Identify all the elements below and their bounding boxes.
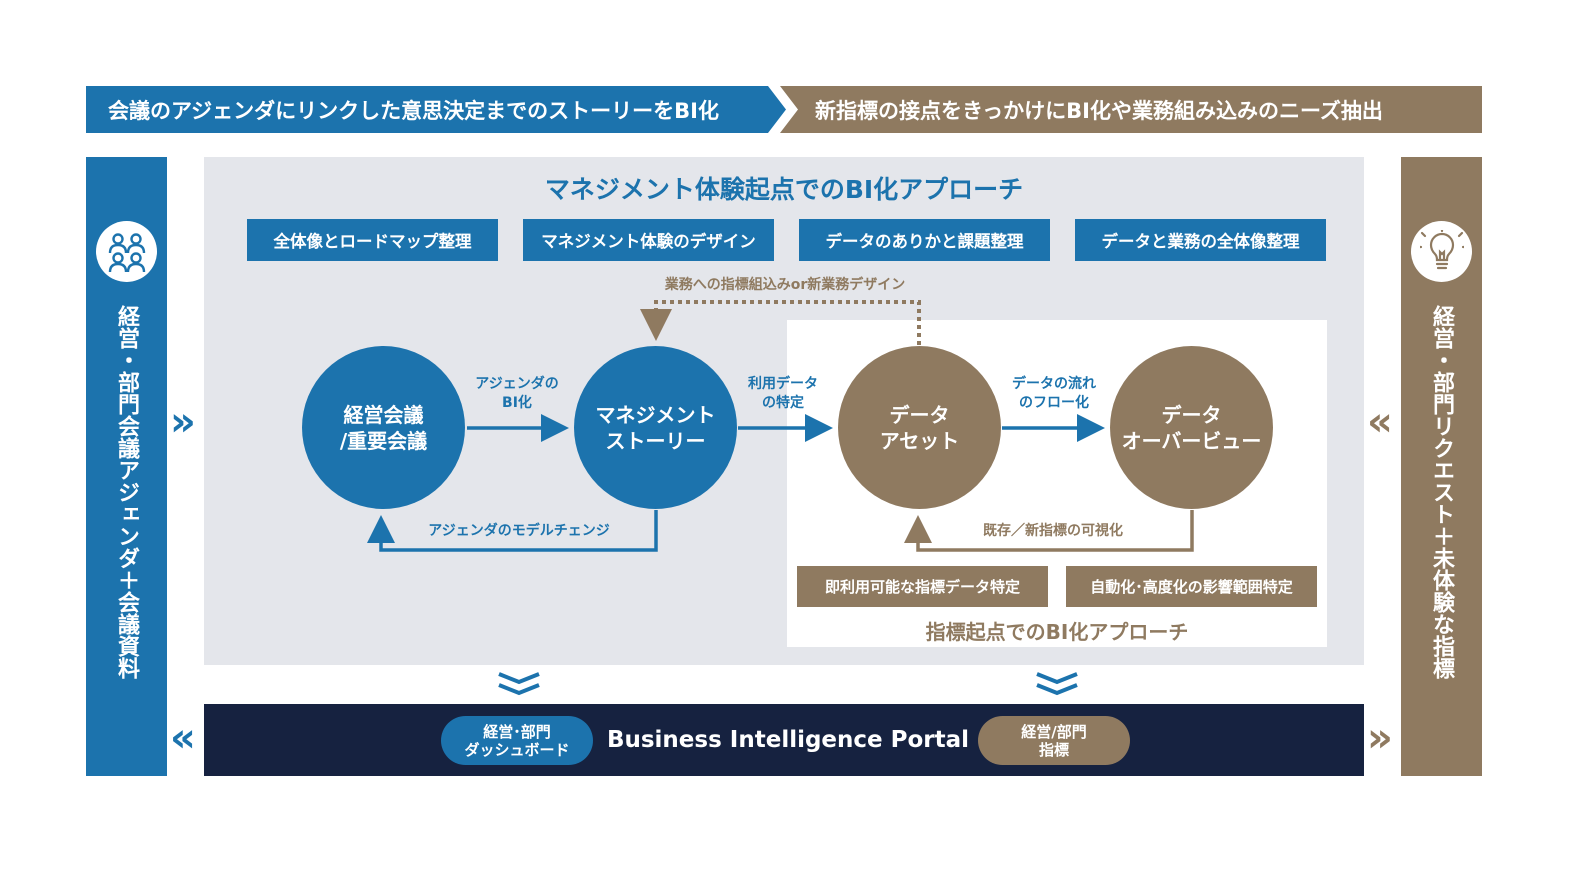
- edge-label-line: データの流れ: [1012, 376, 1096, 392]
- chip-data-business: データと業務の全体像整理: [1075, 219, 1326, 261]
- chip-data-location-label: データのありかと課題整理: [825, 232, 1024, 251]
- node-data-overview: データ オーバービュー: [1110, 346, 1273, 509]
- arrow-model-change-loop: [367, 510, 658, 552]
- pill-metrics: 経営/部門 指標: [978, 716, 1130, 765]
- chip-ready-metric-data: 即利用可能な指標データ特定: [797, 566, 1048, 607]
- pill-dashboard-line: 経営･部門: [483, 722, 551, 741]
- side-column-agenda-text: 経営・部門会議アジェンダ＋会議資料: [114, 305, 139, 679]
- chevron-down-icon: [498, 672, 540, 696]
- edge-label-model-change: アジェンダのモデルチェンジ: [428, 523, 610, 539]
- node-management-meeting: 経営会議 /重要会議: [302, 346, 465, 509]
- chevron-right-icon: »: [1367, 715, 1393, 761]
- node-label-line: オーバービュー: [1121, 428, 1262, 453]
- edge-label-line: のフロー化: [1019, 394, 1089, 411]
- side-column-request-text: 経営・部門リクエスト＋未体験な指標: [1429, 305, 1454, 679]
- node-label-line: ストーリー: [605, 428, 706, 453]
- pill-dashboard: 経営･部門 ダッシュボード: [441, 716, 593, 765]
- edge-label-line: BI化: [502, 394, 532, 411]
- chip-roadmap-label: 全体像とロードマップ整理: [273, 232, 472, 251]
- pill-metrics-line: 経営/部門: [1021, 722, 1087, 741]
- side-column-request: 経営・部門リクエスト＋未体験な指標: [1401, 157, 1482, 776]
- bi-portal-title: Business Intelligence Portal: [606, 727, 970, 753]
- node-management-story: マネジメント ストーリー: [574, 346, 737, 509]
- node-data-asset: データ アセット: [838, 346, 1001, 509]
- chevron-down-icon: [1036, 672, 1078, 696]
- chip-management-design-label: マネジメント体験のデザイン: [541, 232, 756, 251]
- edge-label-agenda-bi: アジェンダの BI化: [460, 375, 574, 413]
- node-label-line: アセット: [879, 428, 960, 453]
- chip-management-design: マネジメント体験のデザイン: [523, 219, 774, 261]
- chip-ready-metric-data-label: 即利用可能な指標データ特定: [824, 578, 1020, 596]
- chip-data-location: データのありかと課題整理: [799, 219, 1050, 261]
- arrow-visualize-loop: [904, 510, 1194, 552]
- node-label-line: データ: [1161, 402, 1222, 427]
- edge-label-embed-design: 業務への指標組込みor新業務デザイン: [664, 277, 906, 293]
- pill-metrics-line: 指標: [1038, 740, 1069, 759]
- edge-label-data-flow: データの流れ のフロー化: [994, 375, 1114, 413]
- chevron-left-icon: «: [1367, 399, 1393, 445]
- node-label-line: 経営会議: [343, 402, 424, 427]
- edge-label-line: 利用データ: [748, 376, 818, 392]
- metric-approach-title: 指標起点でのBI化アプローチ: [925, 620, 1189, 644]
- side-column-agenda: 経営・部門会議アジェンダ＋会議資料: [86, 157, 167, 776]
- banner-needs-extraction-text: 新指標の接点をきっかけにBI化や業務組み込みのニーズ抽出: [815, 98, 1383, 123]
- chip-data-business-label: データと業務の全体像整理: [1101, 232, 1300, 251]
- banner-agenda-story-text: 会議のアジェンダにリンクした意思決定までのストーリーをBI化: [108, 98, 719, 123]
- management-approach-title: マネジメント体験起点でのBI化アプローチ: [544, 175, 1024, 204]
- people-meeting-icon: [96, 221, 157, 282]
- chevron-left-icon: «: [170, 715, 196, 761]
- chevron-right-icon: »: [170, 399, 196, 445]
- banner-needs-extraction: 新指標の接点をきっかけにBI化や業務組み込みのニーズ抽出: [780, 86, 1482, 133]
- node-label-line: データ: [889, 402, 950, 427]
- arrow-embed-design-loop: [640, 300, 921, 345]
- edge-label-visualize: 既存／新指標の可視化: [983, 523, 1123, 539]
- chip-roadmap: 全体像とロードマップ整理: [247, 219, 498, 261]
- edge-label-data-usage: 利用データ の特定: [730, 375, 836, 413]
- lightbulb-icon: [1411, 221, 1472, 282]
- chip-automation-impact-label: 自動化･高度化の影響範囲特定: [1090, 578, 1293, 596]
- pill-dashboard-line: ダッシュボード: [464, 740, 570, 759]
- node-label-line: /重要会議: [339, 428, 428, 453]
- node-label-line: マネジメント: [595, 402, 716, 427]
- chip-automation-impact: 自動化･高度化の影響範囲特定: [1066, 566, 1317, 607]
- bi-portal-bar: [204, 704, 1364, 776]
- edge-label-line: アジェンダの: [475, 376, 559, 392]
- edge-label-line: の特定: [762, 394, 804, 411]
- banner-agenda-story: 会議のアジェンダにリンクした意思決定までのストーリーをBI化: [86, 86, 786, 133]
